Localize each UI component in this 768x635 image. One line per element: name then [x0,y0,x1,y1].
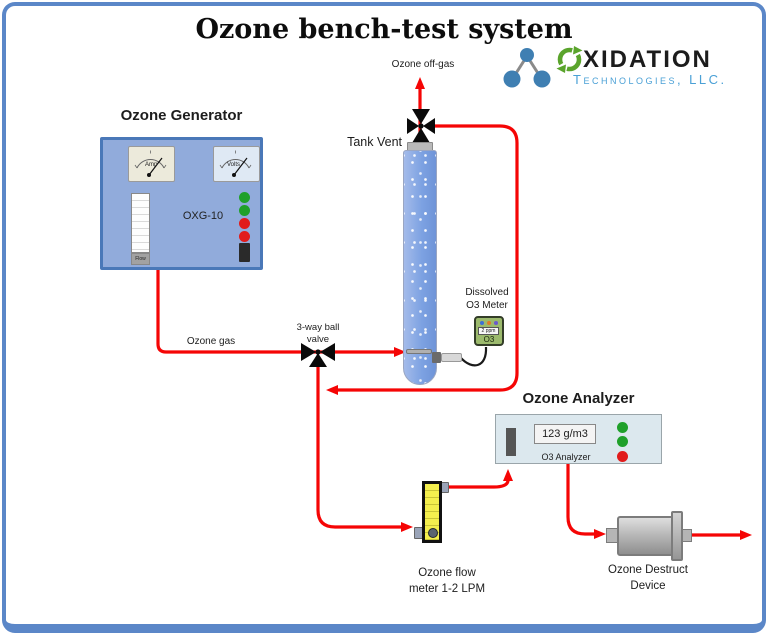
meter-dot-blue [480,321,484,325]
pipe-analyzer-to-destruct [566,464,606,539]
ozone-molecule-icon [503,48,551,88]
recycle-o-icon [556,46,583,73]
generator-led-green-1 [239,192,250,203]
analyzer-reading: 123 g/m3 [534,424,596,444]
analyzer-title: Ozone Analyzer [522,390,635,407]
analyzer-slot [506,428,516,456]
dissolved-meter-label-line2: O3 Meter [466,300,508,311]
dissolved-meter-reading: 2 ppm [478,327,499,335]
dissolved-meter-label: Dissolved O3 Meter [453,286,521,312]
analyzer-caption: O3 Analyzer [541,452,591,462]
page-title: Ozone bench-test system [195,14,573,45]
analyzer-led-green-2 [617,436,628,447]
three-way-valve-label: 3-way ball valve [284,322,352,346]
volts-label: Volts [227,162,240,168]
destruct-label-line1: Ozone Destruct [608,564,688,576]
meter-dot-purple [494,321,498,325]
destruct-flange [671,511,683,561]
amp-meter: Amp [128,146,175,182]
logo-brand-text: XIDATION [583,46,712,73]
generator-flow-gauge [131,193,150,253]
generator-led-green-2 [239,205,250,216]
meter-dot-orange [487,321,491,325]
ozone-flow-meter [422,481,442,543]
tank-vent-valve-icon [407,109,435,143]
destruct-outlet-stub [682,529,692,542]
destruct-label-line2: Device [630,579,666,592]
pipe-flowmeter-to-analyzer [449,469,513,489]
volts-meter: Volts [213,146,260,182]
dissolved-meter-gas-label: O3 [483,335,495,344]
valve-label-line1: 3-way ball [296,322,340,333]
valve-label-line2: valve [306,333,330,345]
flow-meter-label-line1: Ozone flow [418,567,476,579]
flow-meter-label-line2: meter 1-2 LPM [408,582,486,595]
flow-meter-label: Ozone flow meter 1-2 LPM [392,566,502,597]
analyzer-led-red [617,451,628,462]
generator-flow-label: Flow [131,253,150,265]
destruct-label: Ozone Destruct Device [593,563,703,594]
generator-led-red-2 [239,231,250,242]
contact-tank [403,150,437,385]
three-way-ball-valve-icon [301,343,335,367]
generator-model-label: OXG-10 [182,210,224,222]
ozone-analyzer: 123 g/m3 O3 Analyzer [495,414,662,464]
dissolved-o3-meter: 2 ppm O3 [474,316,504,346]
company-logo: XIDATION Technologies, LLC. [503,46,758,96]
ozone-generator: Amp Volts Flow OXG-10 [100,137,263,270]
tank-vent-label: Tank Vent [347,135,402,149]
amp-label: Amp [145,162,158,168]
off-gas-label: Ozone off-gas [391,59,455,70]
ozone-destruct-device [617,516,674,556]
sensor-probe [441,353,462,362]
generator-led-red-1 [239,218,250,229]
flowmeter-float [428,528,438,538]
generator-title: Ozone Generator [120,107,243,124]
generator-power-switch [239,243,250,262]
pipe-valve-to-flowmeter [316,360,413,532]
dissolved-meter-label-line1: Dissolved [465,287,509,298]
logo-subtitle-text: Technologies, LLC. [573,72,727,87]
sensor-probe-connector [432,352,441,363]
sensor-wire [460,346,488,367]
ozone-gas-label: Ozone gas [186,336,236,347]
tank-diffuser [406,349,432,354]
analyzer-led-green-1 [617,422,628,433]
